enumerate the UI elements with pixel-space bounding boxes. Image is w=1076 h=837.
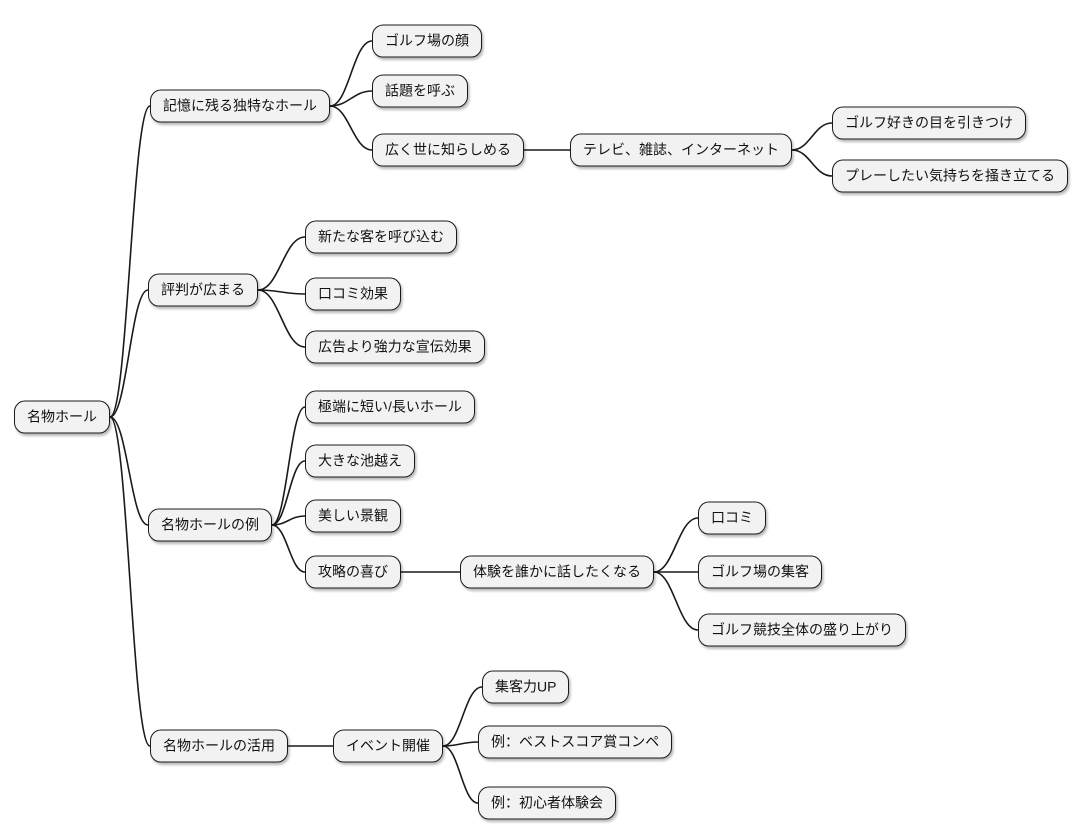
node-new-customers: 新たな客を呼び込む xyxy=(305,220,457,254)
node-golf-course-shukyaku: ゴルフ場の集客 xyxy=(698,555,822,589)
node-golf-moriagari: ゴルフ競技全体の盛り上がり xyxy=(698,613,906,647)
node-taiken-share: 体験を誰かに話したくなる xyxy=(460,555,654,589)
node-golf-fan-attract: ゴルフ好きの目を引きつけ xyxy=(832,106,1026,140)
node-kuchikomi-effect: 口コミ効果 xyxy=(305,277,401,311)
edge-connector xyxy=(442,741,479,747)
node-play-desire: プレーしたい気持ちを掻き立てる xyxy=(832,159,1068,193)
edge-connector xyxy=(329,90,373,107)
edge-connector xyxy=(442,745,479,804)
edge-connector xyxy=(653,571,699,631)
node-strong-promo-effect: 広告より強力な宣伝効果 xyxy=(305,330,485,364)
node-hyoban-spread: 評判が広まる xyxy=(148,273,258,307)
edge-connector xyxy=(271,406,306,526)
node-shukyaku-up: 集客力UP xyxy=(482,670,570,704)
edge-connector xyxy=(257,236,306,291)
node-beginner-taikenkai: 例：初心者体験会 xyxy=(478,786,616,820)
node-meibutsu-hole: 名物ホール xyxy=(14,400,110,434)
node-kioku-unique-hole: 記憶に残る独特なホール xyxy=(150,89,330,123)
node-meibutsu-examples: 名物ホールの例 xyxy=(148,508,272,542)
node-tv-media: テレビ、雑誌、インターネット xyxy=(570,133,792,167)
node-golf-course-face: ゴルフ場の顔 xyxy=(372,24,482,58)
node-beautiful-scenery: 美しい景観 xyxy=(305,499,401,533)
edge-connector xyxy=(329,40,373,107)
edge-connector xyxy=(791,122,833,151)
edge-connector xyxy=(257,289,306,295)
edge-connector xyxy=(109,416,149,526)
edge-connector xyxy=(257,289,306,348)
edge-connector xyxy=(653,517,699,573)
edge-connector xyxy=(791,149,833,177)
edge-connector xyxy=(109,289,149,418)
edge-connector xyxy=(271,524,306,573)
node-extreme-length-hole: 極端に短い/長いホール xyxy=(305,390,475,424)
node-kuchikomi: 口コミ xyxy=(698,501,766,535)
edge-connector xyxy=(329,105,373,151)
edge-connector xyxy=(109,416,151,747)
node-best-score-compe: 例：ベストスコア賞コンペ xyxy=(478,725,673,759)
edge-connector xyxy=(442,686,483,747)
edge-connector xyxy=(271,515,306,526)
node-hiroku-shirashimeru: 広く世に知らしめる xyxy=(372,133,524,167)
node-meibutsu-katsuyou: 名物ホールの活用 xyxy=(150,729,288,763)
edge-connector xyxy=(271,460,306,526)
edge-connector xyxy=(109,105,151,418)
node-wadai-yobu: 話題を呼ぶ xyxy=(372,74,468,108)
node-kouryaku-joy: 攻略の喜び xyxy=(305,555,401,589)
node-event-kaisai: イベント開催 xyxy=(333,729,443,763)
node-big-pond-carry: 大きな池越え xyxy=(305,444,415,478)
